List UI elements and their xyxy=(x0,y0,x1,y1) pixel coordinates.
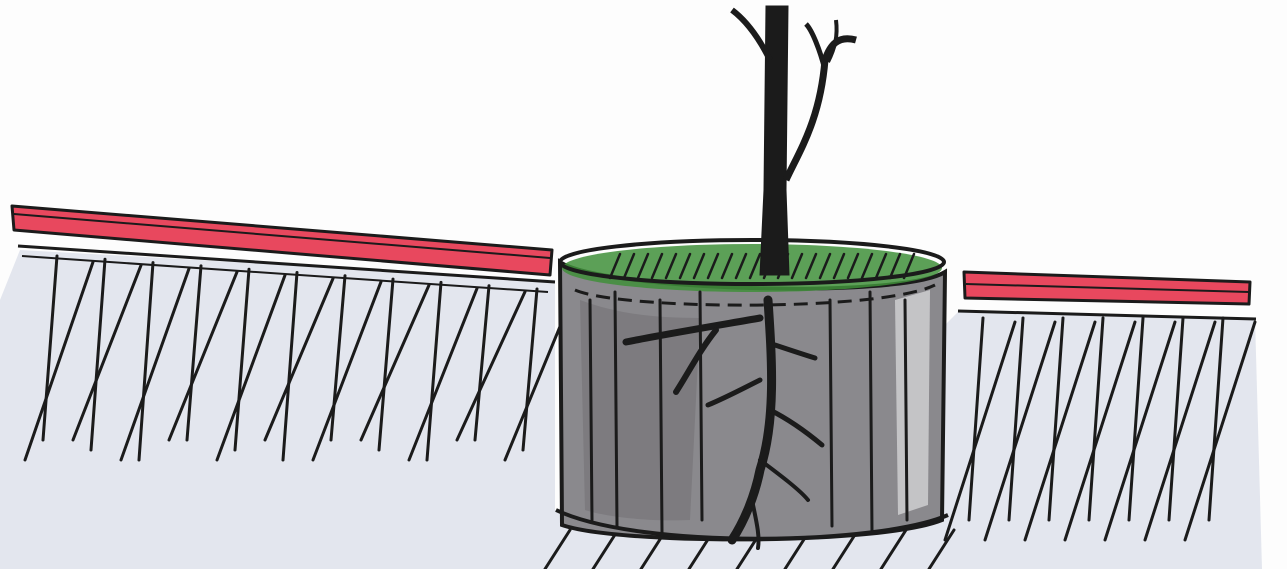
planter-vertical-line xyxy=(905,300,907,520)
planter-vertical-line xyxy=(590,300,592,520)
planter-vertical-line xyxy=(870,292,872,532)
planter-vertical-line xyxy=(830,300,832,526)
planter-highlight-light xyxy=(895,290,930,515)
planter-vertical-line xyxy=(615,292,617,526)
